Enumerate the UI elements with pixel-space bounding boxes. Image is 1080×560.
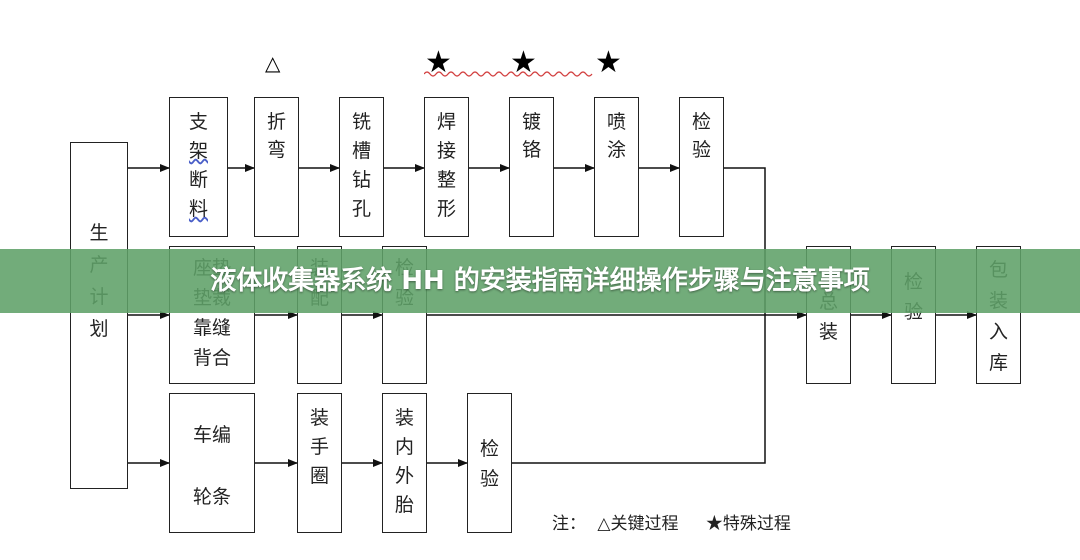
step-char: 装 <box>818 321 838 343</box>
step-char: 料 <box>188 198 208 220</box>
step-char: 圈 <box>309 465 329 487</box>
step-char: 外 <box>394 465 414 487</box>
plan-char: 生 <box>89 222 109 244</box>
step-char: 涂 <box>606 139 626 161</box>
box-tire-mount: 装 内 外 胎 <box>382 393 427 533</box>
box-welding-shaping: 焊 接 整 形 <box>424 97 469 237</box>
step-char: 镀 <box>521 111 541 133</box>
step-char: 槽 <box>351 140 371 162</box>
box-milling-drilling: 铣 槽 钻 孔 <box>339 97 384 237</box>
step-char: 内 <box>394 436 414 458</box>
box-spray-coating: 喷 涂 <box>594 97 639 237</box>
legend-label: 注： <box>552 514 586 534</box>
step-line: 轮条 <box>192 486 231 508</box>
step-char: 架 <box>188 140 208 162</box>
step-char: 铬 <box>521 139 541 161</box>
step-char: 装 <box>309 407 329 429</box>
step-char: 接 <box>436 140 456 162</box>
step-char: 喷 <box>606 111 626 133</box>
step-char: 检 <box>479 438 499 460</box>
page-title: 液体收集器系统 HH 的安装指南详细操作步骤与注意事项 <box>210 266 870 296</box>
step-char: 铣 <box>351 111 371 133</box>
box-row1-inspection: 检 验 <box>679 97 724 237</box>
box-production-plan: 生 产 计 划 <box>70 142 128 489</box>
step-char: 钻 <box>351 169 371 191</box>
legend-key-process: △关键过程 <box>597 514 679 534</box>
step-char: 孔 <box>351 198 371 220</box>
legend: 注： △关键过程 ★特殊过程 <box>552 509 797 534</box>
box-hand-ring: 装 手 圈 <box>297 393 342 533</box>
line-r3-to-merge <box>512 315 766 464</box>
spellcheck-squiggle <box>424 71 593 77</box>
box-chrome-plating: 镀 铬 <box>509 97 554 237</box>
box-row3-inspection: 检 验 <box>467 393 512 533</box>
box-bending: 折 弯 <box>254 97 299 237</box>
key-process-marker-bend: △ <box>265 51 281 75</box>
step-char: 验 <box>691 139 711 161</box>
legend-special-process: ★特殊过程 <box>705 514 791 534</box>
step-char: 验 <box>479 468 499 490</box>
step-char: 胎 <box>394 494 414 516</box>
special-process-marker-spray: ★ <box>595 45 622 80</box>
plan-char: 划 <box>89 318 109 340</box>
step-char: 断 <box>188 169 208 191</box>
step-line: 靠缝 <box>192 317 231 339</box>
step-char: 库 <box>988 352 1008 374</box>
step-char: 支 <box>188 111 208 133</box>
step-char: 入 <box>988 321 1008 343</box>
step-line: 车编 <box>192 424 231 446</box>
box-support-cutting: 支 架 断 料 <box>169 97 228 237</box>
step-char: 检 <box>691 111 711 133</box>
step-char: 焊 <box>436 111 456 133</box>
step-char: 装 <box>394 407 414 429</box>
step-char: 形 <box>436 198 456 220</box>
step-char: 整 <box>436 169 456 191</box>
box-wheel-spoke: 车编 轮条 <box>169 393 255 533</box>
step-char: 弯 <box>266 139 286 161</box>
title-banner: 液体收集器系统 HH 的安装指南详细操作步骤与注意事项 <box>0 249 1080 313</box>
step-char: 手 <box>309 436 329 458</box>
step-line: 背合 <box>192 347 231 369</box>
step-char: 折 <box>266 111 286 133</box>
